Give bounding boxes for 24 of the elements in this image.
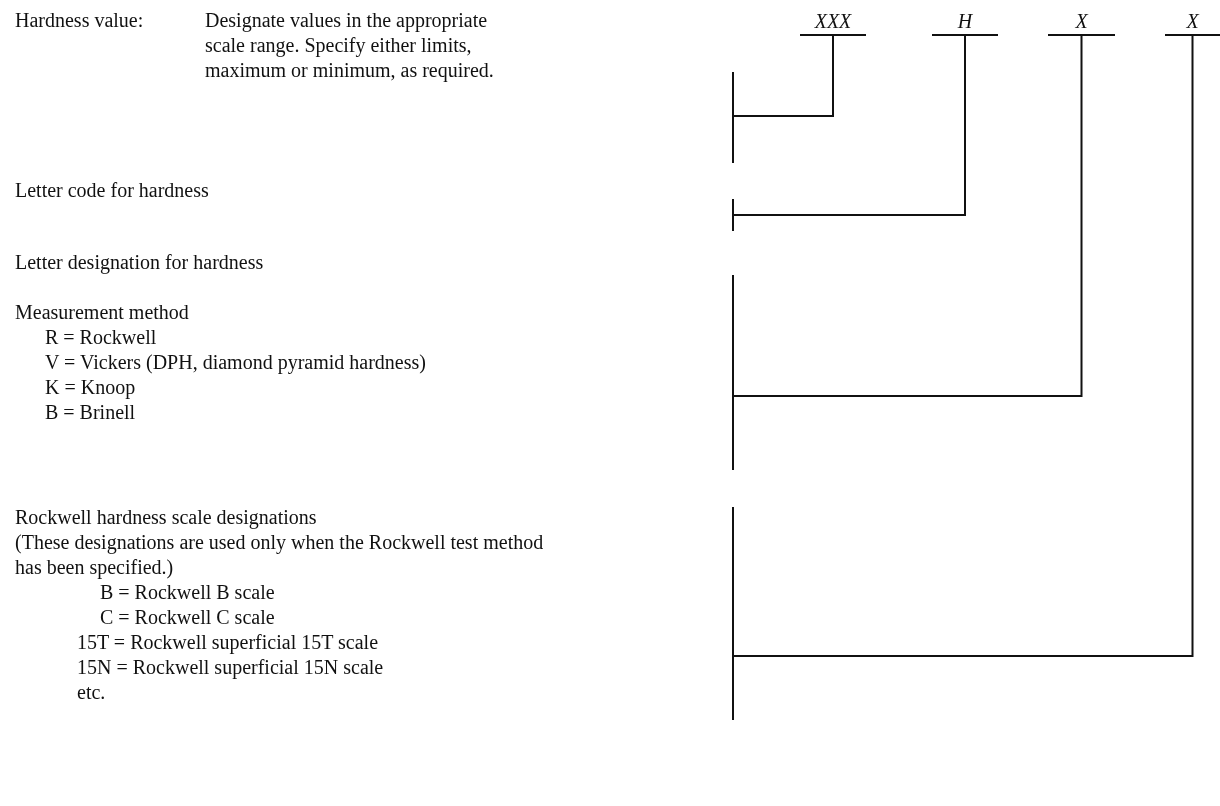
description-text: Letter code for hardness (15, 178, 210, 203)
leader-line (733, 35, 1083, 397)
description-text: (These designations are used only when the Rockwell test method has been specified.) (15, 530, 545, 580)
heading-text: Letter designation for hardness (15, 250, 265, 275)
description-text: Designate values in the appropriate scale range. Specify either limits, maximum or minimum, as required. (205, 8, 495, 83)
heading-text: Hardness value: (15, 8, 145, 33)
description-text: Measurement method (15, 300, 190, 325)
list-item: V = Vickers (DPH, diamond pyramid hardness) (45, 350, 427, 375)
list-item: B = Rockwell B scale (100, 580, 276, 605)
code-letter: X (1165, 8, 1220, 36)
code-letter: X (1048, 8, 1115, 36)
code-letter: H (932, 8, 998, 36)
list-item: etc. (77, 680, 107, 705)
leader-line (733, 35, 966, 216)
list-item: 15N = Rockwell superficial 15N scale (77, 655, 385, 680)
list-item: 15T = Rockwell superficial 15T scale (77, 630, 379, 655)
list-item: B = Brinell (45, 400, 137, 425)
code-letter: XXX (800, 8, 866, 36)
leader-line (733, 35, 1194, 657)
list-item: R = Rockwell (45, 325, 158, 350)
leader-line (733, 35, 834, 117)
heading-text: Rockwell hardness scale designations (15, 505, 318, 530)
list-item: C = Rockwell C scale (100, 605, 276, 630)
list-item: K = Knoop (45, 375, 137, 400)
